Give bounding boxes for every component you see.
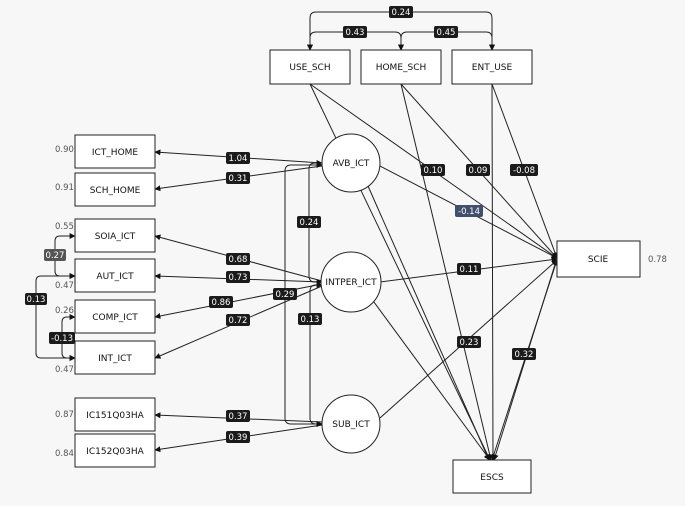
node-label: ESCS [480,473,504,483]
svg-text:0.39: 0.39 [229,433,248,443]
error-labels: 0.90 0.91 0.55 0.47 0.26 0.47 0.87 0.84 … [55,145,667,459]
coefficient-labels: 0.24 0.43 0.45 1.04 0.31 0.68 0.73 0.86 … [25,6,538,443]
coef-avb-scie[interactable]: -0.14 [455,205,483,217]
coef-intper-aut: 0.73 [226,271,250,283]
error-comp-ict: 0.26 [55,306,74,316]
node-label: COMP_ICT [92,313,138,323]
coef-use-home-cov: 0.43 [343,26,367,38]
node-label: INT_ICT [98,354,132,364]
coef-intper-comp: 0.86 [209,296,233,308]
coef-home-sch-scie: 0.09 [466,164,490,176]
svg-text:0.43: 0.43 [346,28,365,38]
svg-text:0.27: 0.27 [46,251,65,261]
node-ic152q03ha[interactable]: IC152Q03HA [74,433,156,468]
coef-comp-int-cov: -0.13 [49,332,75,344]
error-ic152q03ha: 0.84 [55,449,74,459]
svg-text:1.04: 1.04 [229,154,248,164]
svg-text:0.37: 0.37 [229,412,248,422]
node-ic151q03ha[interactable]: IC151Q03HA [74,397,156,432]
coef-avb-intper-cov: 0.24 [297,216,321,228]
edge-intper-escs [370,297,491,461]
svg-text:0.32: 0.32 [515,350,534,360]
error-aut-ict: 0.47 [55,281,74,291]
coef-intper-scie: 0.11 [457,263,481,275]
error-ic151q03ha: 0.87 [55,410,74,420]
svg-text:0.72: 0.72 [229,316,248,326]
edge-home-sch-escs [400,83,493,461]
error-soia-ict: 0.55 [55,222,74,232]
coef-ent-use-scie: -0.08 [510,164,538,176]
svg-text:0.29: 0.29 [276,290,295,300]
error-scie: 0.78 [648,255,667,265]
node-home-sch[interactable]: HOME_SCH [360,49,442,85]
error-ict-home: 0.90 [55,145,74,155]
svg-text:0.31: 0.31 [229,174,248,184]
coef-use-ent-cov: 0.24 [389,6,413,18]
edge-ent-use-escs [489,83,496,461]
node-label: ICT_HOME [92,148,139,158]
svg-text:0.73: 0.73 [229,273,248,283]
edge-intper-comp [154,283,323,319]
svg-text:0.45: 0.45 [437,28,456,38]
node-sch-home[interactable]: SCH_HOME [74,172,156,207]
node-int-ict[interactable]: INT_ICT [74,340,156,375]
node-aut-ict[interactable]: AUT_ICT [74,258,156,293]
coef-aut-int-cov: 0.13 [25,293,47,305]
coef-sub-escs: 0.23 [457,336,481,348]
svg-text:-0.14: -0.14 [458,207,480,217]
coef-escs-scie: 0.32 [512,348,536,360]
node-label: SCIE [588,255,609,265]
coef-sub-ic152: 0.39 [226,431,250,443]
node-label: HOME_SCH [376,63,427,73]
node-label: IC151Q03HA [86,411,144,421]
svg-text:0.23: 0.23 [460,338,479,348]
node-ict-home[interactable]: ICT_HOME [74,134,156,169]
node-label: AUT_ICT [96,272,134,282]
node-comp-ict[interactable]: COMP_ICT [74,299,156,334]
coef-intper-soia: 0.68 [226,253,250,265]
svg-text:0.13: 0.13 [301,315,320,325]
node-label: ENT_USE [472,63,513,73]
svg-text:0.24: 0.24 [300,218,319,228]
node-label: USE_SCH [289,63,330,73]
edge-avb-escs [367,185,490,461]
node-label: AVB_ICT [333,159,370,169]
svg-text:-0.08: -0.08 [513,166,535,176]
node-use-sch[interactable]: USE_SCH [269,49,351,85]
svg-text:0.11: 0.11 [460,265,479,275]
node-avb-ict[interactable]: AVB_ICT [321,133,381,193]
node-ent-use[interactable]: ENT_USE [451,49,533,85]
coef-avb-sch-home: 0.31 [226,172,250,184]
coef-sub-ic151: 0.37 [226,410,250,422]
coef-avb-ict-home: 1.04 [226,152,250,164]
node-scie[interactable]: SCIE [556,240,641,278]
coef-soia-aut-cov: 0.27 [44,249,66,261]
node-label: IC152Q03HA [86,447,144,457]
edge-aut-int-cov [35,273,76,361]
coef-avb-sub-cov: 0.29 [273,288,297,300]
coef-intper-sub-cov: 0.13 [298,313,322,325]
node-label: INTPER_ICT [325,278,377,288]
node-intper-ict[interactable]: INTPER_ICT [320,251,382,313]
svg-text:0.10: 0.10 [424,166,443,176]
svg-text:0.86: 0.86 [212,298,231,308]
svg-text:-0.13: -0.13 [51,334,73,344]
node-soia-ict[interactable]: SOIA_ICT [74,218,156,253]
coef-home-ent-cov: 0.45 [434,26,458,38]
svg-text:0.09: 0.09 [469,166,488,176]
svg-text:0.13: 0.13 [27,295,46,305]
svg-text:0.24: 0.24 [392,8,411,18]
svg-text:0.68: 0.68 [229,255,248,265]
coef-intper-int: 0.72 [226,314,250,326]
coef-use-sch-scie: 0.10 [421,164,445,176]
error-int-ict: 0.47 [55,365,74,375]
node-escs[interactable]: ESCS [452,459,532,494]
error-sch-home: 0.91 [55,183,74,193]
node-label: SOIA_ICT [95,232,136,242]
edge-intper-sub-cov [309,282,323,427]
node-sub-ict[interactable]: SUB_ICT [321,394,381,454]
node-label: SUB_ICT [332,420,370,430]
node-label: SCH_HOME [90,186,141,196]
